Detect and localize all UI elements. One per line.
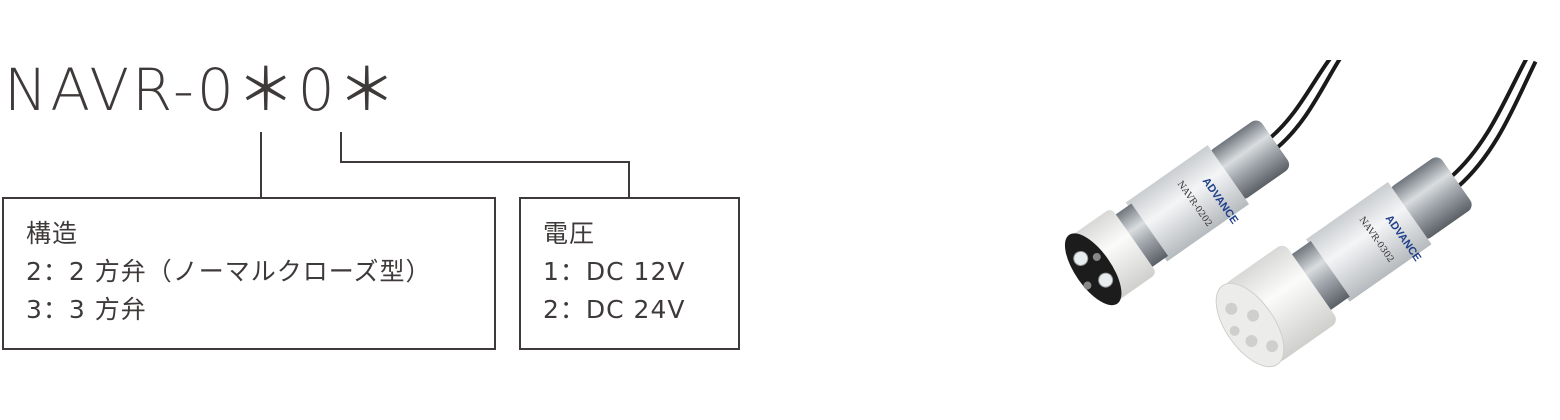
voltage-title: 電圧 (543, 219, 596, 248)
structure-title: 構造 (26, 219, 79, 248)
structure-option-3: 3：3 方弁 (26, 295, 147, 324)
model-number: NAVR-0＊0＊ (4, 56, 399, 124)
valve-unit-b: ADVANCE NAVR-0302 (1215, 60, 1538, 368)
voltage-box: 電圧 1：DC 12V 2：DC 24V (519, 197, 740, 350)
voltage-connector (340, 132, 630, 198)
connector-lines (260, 132, 630, 198)
valve-unit-a: ADVANCE NAVR-0202 (1064, 60, 1346, 306)
product-photo: ADVANCE NAVR-0202 ADVANCE NAVR-0302 (1064, 60, 1538, 368)
voltage-option-1: 1：DC 12V (543, 257, 686, 286)
voltage-option-2: 2：DC 24V (543, 295, 686, 324)
structure-box: 構造 2：2 方弁（ノーマルクローズ型） 3：3 方弁 (2, 197, 496, 350)
structure-option-2: 2：2 方弁（ノーマルクローズ型） (26, 257, 432, 286)
